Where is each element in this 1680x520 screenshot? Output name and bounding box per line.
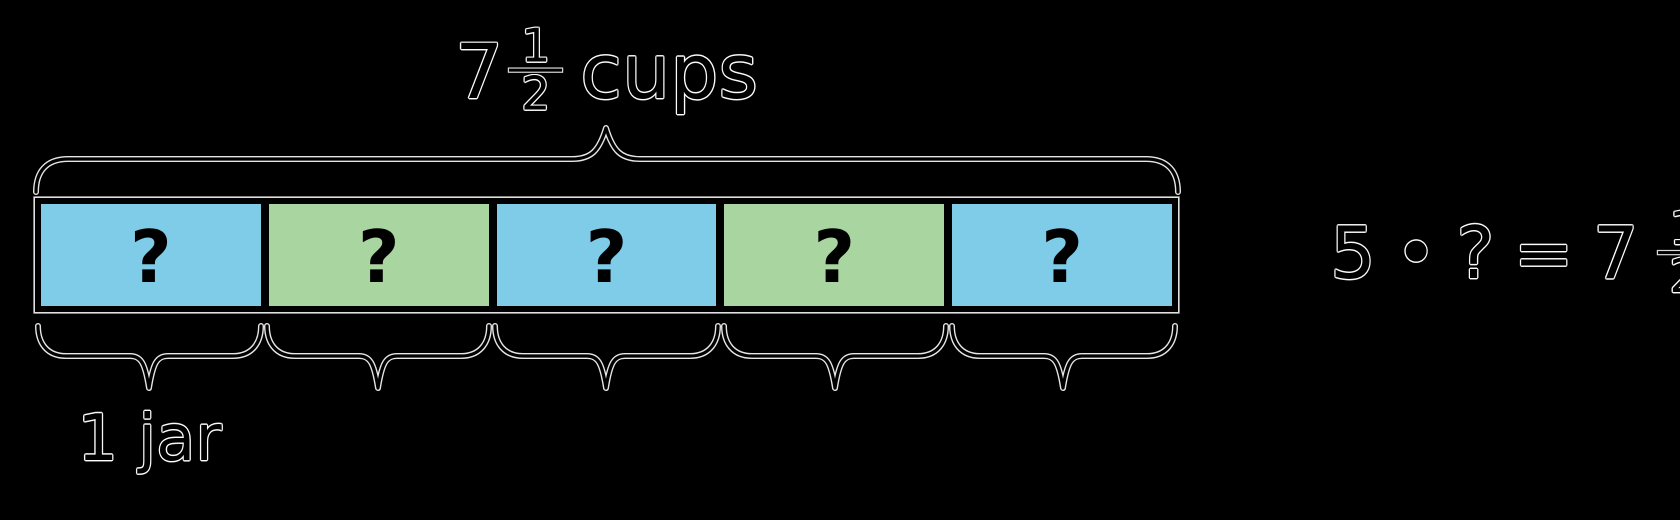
fraction-bar [1657, 250, 1680, 254]
total-fraction-numerator: 1 [521, 18, 551, 73]
segment-question-mark: ? [130, 215, 172, 299]
equation-factor: 5 [1330, 210, 1376, 295]
equation-fraction-denominator: 2 [1669, 253, 1680, 299]
total-amount-label: 7 1 2 cups [35, 23, 1178, 120]
jar-brace-1 [38, 326, 261, 388]
fraction-bar [509, 68, 563, 72]
tape-segment-4: ? [720, 200, 949, 310]
tape-segment-5: ? [948, 200, 1176, 310]
equals-sign: = [1513, 210, 1574, 295]
tape-segment-1: ? [37, 200, 265, 310]
total-whole-number: 7 [454, 27, 504, 117]
total-fraction-denominator: 2 [521, 66, 551, 121]
equation-fraction: 1 2 [1657, 205, 1680, 299]
segment-question-mark: ? [357, 215, 400, 299]
total-fraction: 1 2 [509, 18, 563, 121]
equation-fraction-numerator: 1 [1669, 205, 1680, 251]
total-brace [36, 128, 1178, 192]
jar-brace-4 [724, 326, 946, 388]
segment-question-mark: ? [585, 215, 628, 299]
segment-question-mark: ? [813, 215, 856, 299]
tape-bar: ? ? ? ? ? [35, 198, 1178, 312]
jar-label: 1 jar [77, 402, 222, 476]
equation: 5 • ? = 7 1 2 [1330, 205, 1680, 299]
jar-brace-2 [267, 326, 489, 388]
multiplication-dot-icon: • [1394, 210, 1438, 295]
jar-brace-3 [495, 326, 718, 388]
jar-brace-5 [952, 326, 1175, 388]
equation-unknown: ? [1456, 210, 1495, 295]
total-unit: cups [580, 27, 759, 117]
tape-segment-2: ? [264, 200, 493, 310]
segment-question-mark: ? [1041, 215, 1083, 299]
tape-segment-3: ? [492, 200, 721, 310]
equation-whole-number: 7 [1592, 210, 1639, 295]
